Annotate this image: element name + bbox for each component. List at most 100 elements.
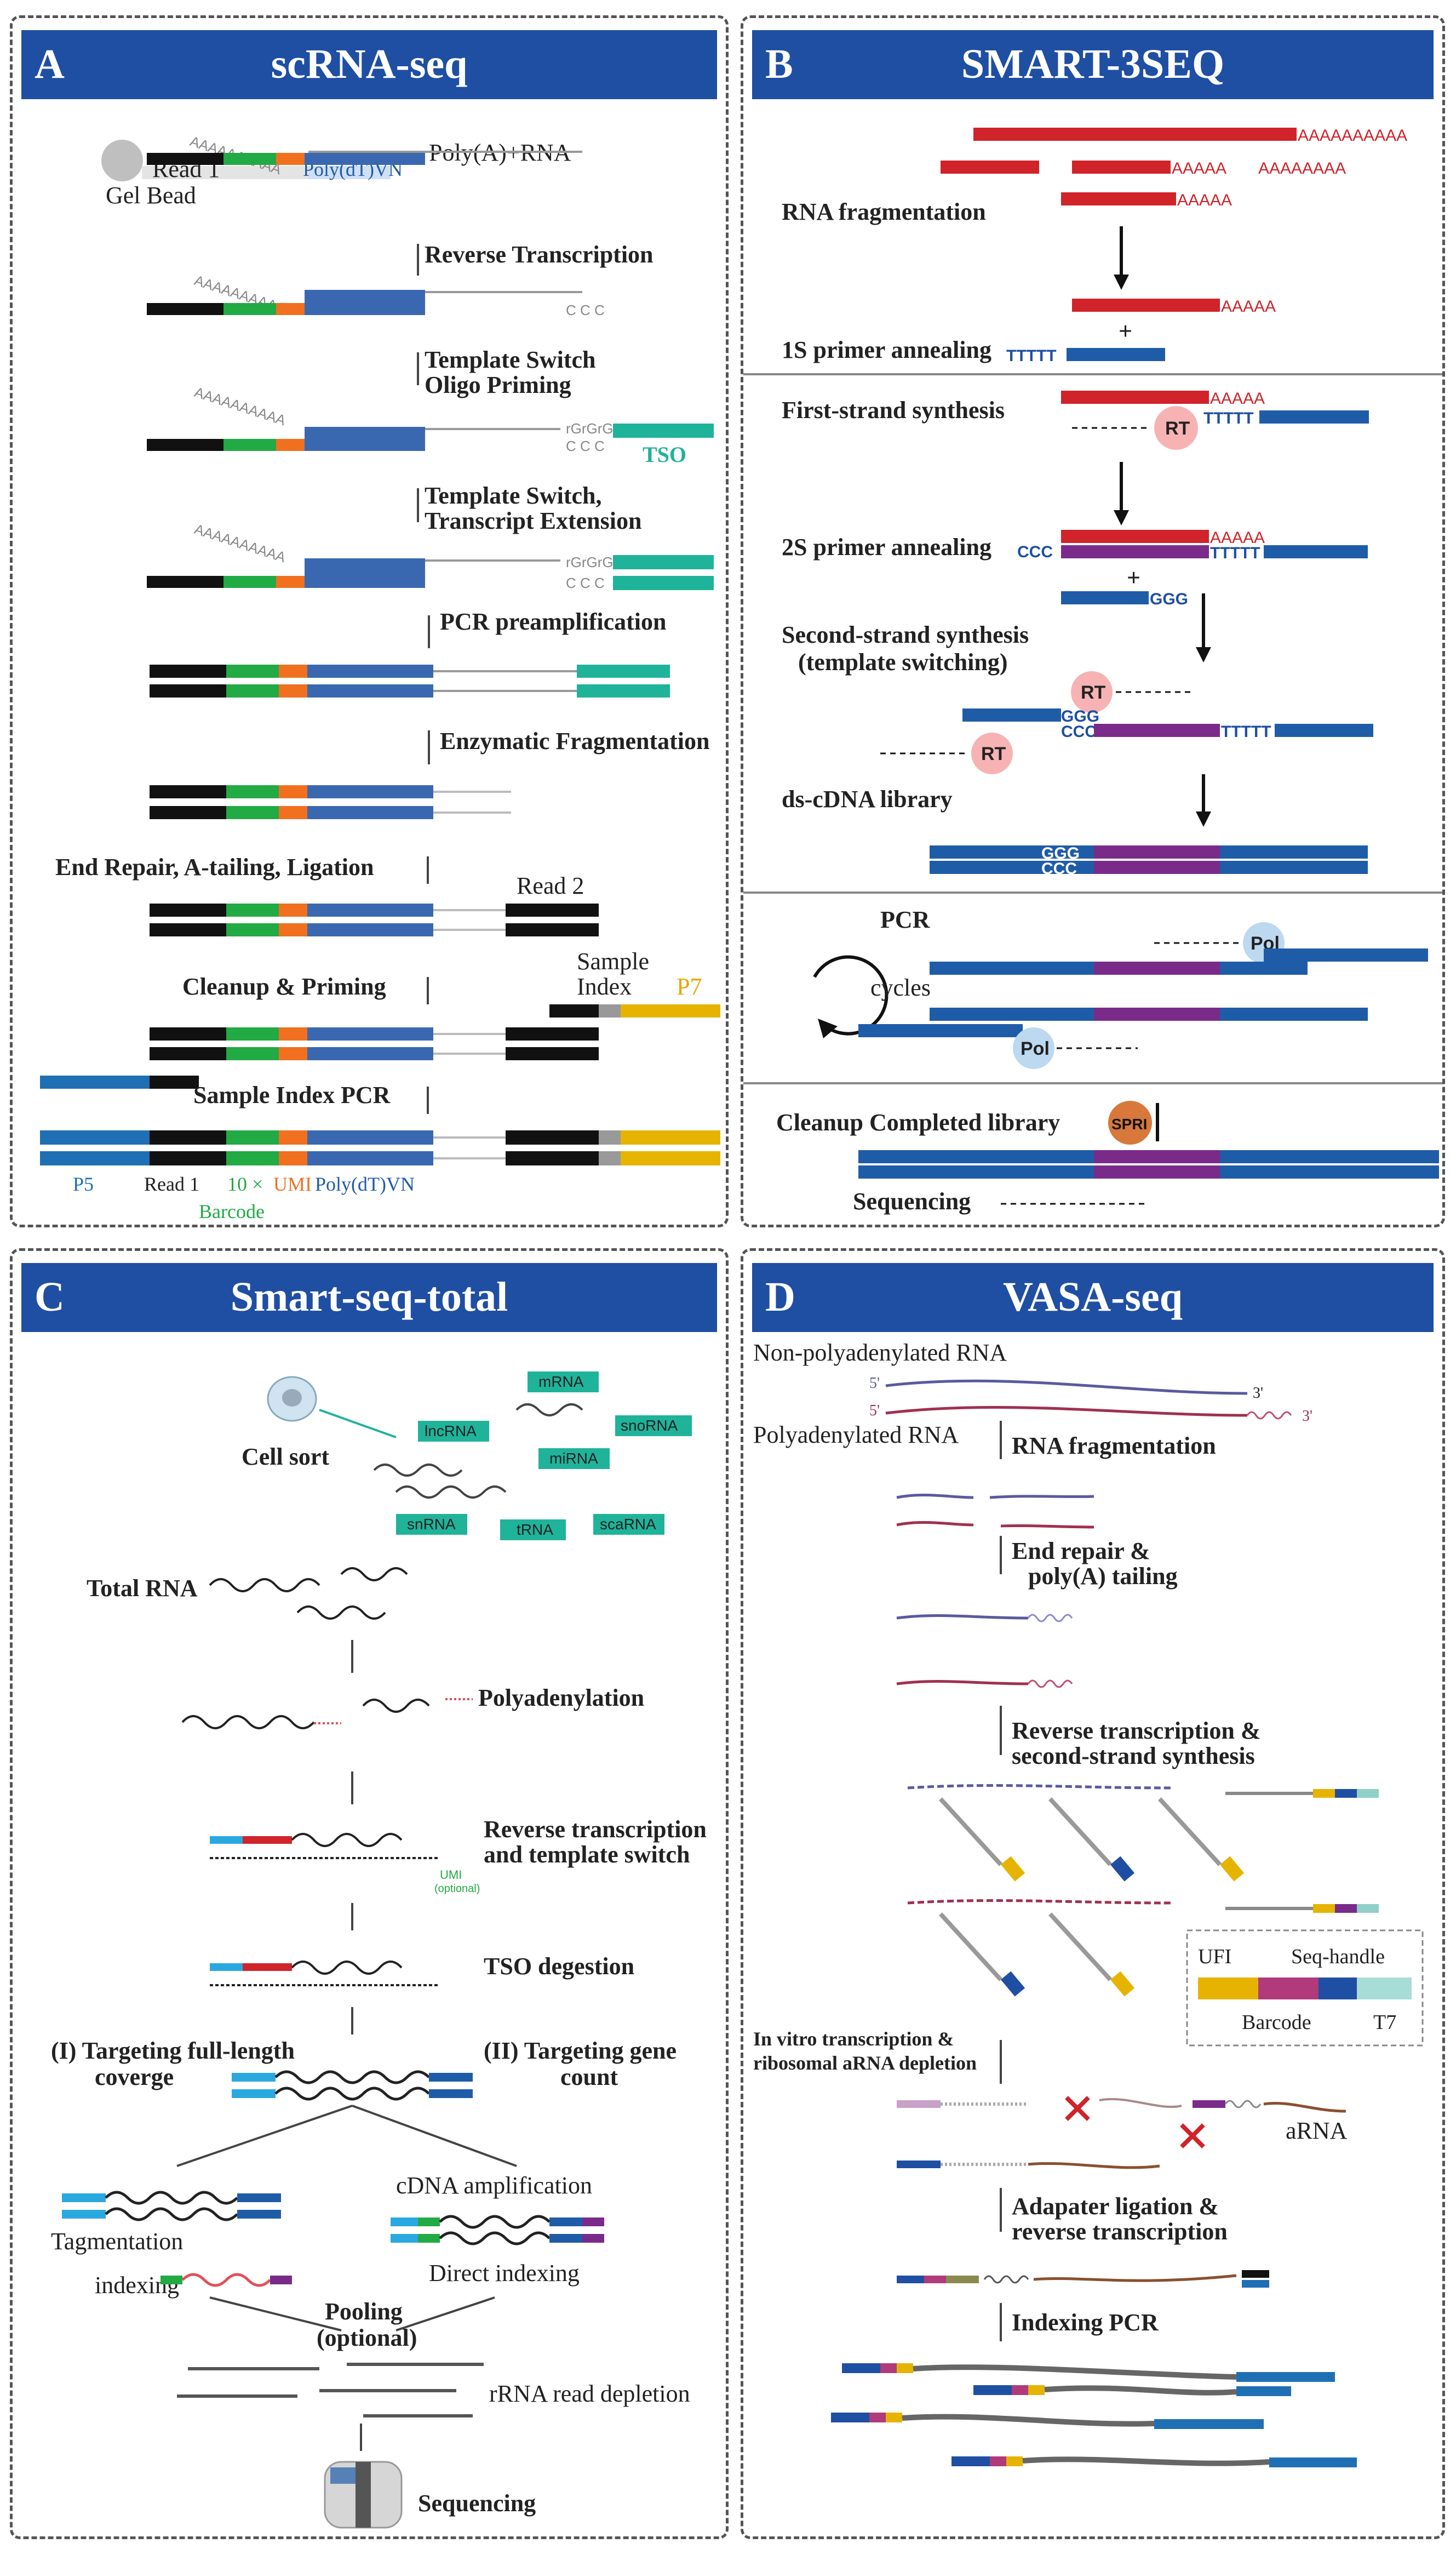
svg-text:GGG: GGG xyxy=(1150,590,1188,608)
svg-text:RT: RT xyxy=(1165,418,1190,439)
step-d-adapt2: reverse transcription xyxy=(1012,2218,1228,2245)
rna-types: mRNA lncRNA miRNA snoRNA snRNA tRNA scaR… xyxy=(373,1371,692,1540)
index-label: Index xyxy=(577,973,632,1000)
target2b-label: count xyxy=(560,2064,618,2090)
step-tso1: Template Switch xyxy=(425,346,596,373)
svg-text:C C C: C C C xyxy=(566,438,605,454)
rt2-label: and template switch xyxy=(484,1841,690,1868)
svg-text:3': 3' xyxy=(1253,1385,1263,1402)
row-2: AAAAAAAAAA C C C xyxy=(147,272,605,318)
step-d-ivt2: ribosomal aRNA depletion xyxy=(753,2052,977,2074)
svg-text:TTTTT: TTTTT xyxy=(1221,723,1271,741)
tso-label: TSO xyxy=(643,442,686,467)
adapter-legend-box xyxy=(1186,1929,1424,2047)
svg-text:SPRI: SPRI xyxy=(1111,1116,1147,1133)
direct-indexing-label: Direct indexing xyxy=(429,2260,580,2287)
cdna-label: cDNA amplification xyxy=(396,2172,592,2199)
panel-a: A scRNA-seq Poly(dT)VN Gel Bead Read 1 P… xyxy=(10,15,729,1227)
panel-a-letter: A xyxy=(35,41,65,87)
row-6 xyxy=(150,785,511,819)
legend-p5: P5 xyxy=(73,1173,94,1195)
read2-label: Read 2 xyxy=(517,872,584,899)
svg-text:+: + xyxy=(1119,318,1132,345)
svg-text:TTTTT: TTTTT xyxy=(1210,544,1260,562)
pooled-reads xyxy=(177,2363,484,2417)
svg-text:Pol: Pol xyxy=(1021,1038,1050,1059)
step-b-anneal1: 1S primer annealing xyxy=(782,336,991,363)
step-b-second2: (template switching) xyxy=(798,649,1008,676)
poly-label: Polyadenylated RNA xyxy=(753,1421,959,1448)
panel-c-letter: C xyxy=(35,1274,65,1320)
svg-text:5': 5' xyxy=(869,1402,880,1419)
step-d-rt1: Reverse transcription & xyxy=(1012,1717,1261,1744)
svg-text:GGG: GGG xyxy=(1061,707,1099,725)
panel-d-header: D VASA-seq xyxy=(752,1263,1434,1332)
legend-read1: Read 1 xyxy=(144,1173,199,1195)
nonpoly-label: Non-polyadenylated RNA xyxy=(753,1339,1007,1366)
step-end: End Repair, A-tailing, Ligation xyxy=(55,854,374,881)
step-d-ivt1: In vitro transcription & xyxy=(753,2028,954,2050)
ss-strands xyxy=(907,1784,1379,1997)
step-b-first: First-strand synthesis xyxy=(782,397,1005,424)
step-d-end1: End repair & xyxy=(1012,1538,1150,1564)
step-b-second1: Second-strand synthesis xyxy=(782,621,1029,648)
row-8 xyxy=(150,1027,599,1060)
tso-degestion-label: TSO degestion xyxy=(484,1953,634,1980)
indexed-reads xyxy=(831,2363,1357,2467)
rt1-label: Reverse transcription xyxy=(484,1816,707,1843)
cell-sort-label: Cell sort xyxy=(242,1443,329,1470)
svg-text:AAAAAAAA: AAAAAAAA xyxy=(1258,159,1346,178)
seqhandle-label: Seq-handle xyxy=(1291,1945,1385,1968)
step-index: Sample Index PCR xyxy=(193,1082,391,1108)
legend-barcode: Barcode xyxy=(199,1201,265,1222)
svg-text:AAAAA: AAAAA xyxy=(1210,390,1265,408)
gel-bead-icon xyxy=(101,140,143,181)
polyadenylation-label: Polyadenylation xyxy=(478,1684,644,1711)
panel-d-title: VASA-seq xyxy=(1002,1274,1183,1320)
step-ext2: Transcript Extension xyxy=(425,507,641,534)
step-tso2: Oligo Priming xyxy=(425,372,571,398)
svg-text:rGrGrG: rGrGrG xyxy=(566,420,614,437)
svg-text:rGrGrG: rGrGrG xyxy=(566,554,614,570)
panel-c-title: Smart-seq-total xyxy=(230,1274,508,1320)
legend-umi: UMI xyxy=(273,1173,312,1195)
step-rt: Reverse Transcription xyxy=(425,241,654,268)
arna-strands: aRNA xyxy=(897,2096,1348,2169)
panel-b: B SMART-3SEQ AAAAAAAAAA AAAAA AAAAAAAA A… xyxy=(741,15,1445,1227)
step-d-frag: RNA fragmentation xyxy=(1012,1432,1216,1459)
target1a-label: (I) Targeting full-length xyxy=(51,2037,295,2064)
svg-text:C C C: C C C xyxy=(566,302,605,318)
svg-text:mRNA: mRNA xyxy=(538,1373,584,1390)
legend-10x: 10 × xyxy=(227,1173,263,1195)
svg-text:C C C: C C C xyxy=(566,575,605,591)
panel-a-title: scRNA-seq xyxy=(271,41,468,87)
svg-text:AAAAA: AAAAA xyxy=(1210,529,1265,547)
svg-text:5': 5' xyxy=(869,1375,880,1392)
svg-text:TTTTT: TTTTT xyxy=(1203,409,1254,427)
svg-text:3': 3' xyxy=(1302,1408,1312,1425)
row-5 xyxy=(150,665,670,698)
p7-label: P7 xyxy=(677,973,702,1000)
optional-small: (optional) xyxy=(434,1883,480,1895)
pooling-label: Pooling xyxy=(325,2298,403,2325)
rrna-label: rRNA read depletion xyxy=(489,2380,690,2407)
svg-text:tRNA: tRNA xyxy=(517,1521,553,1538)
step-b-anneal2: 2S primer annealing xyxy=(782,534,991,561)
svg-text:AAAAAAAAAA: AAAAAAAAAA xyxy=(1298,127,1407,145)
umi-small: UMI xyxy=(440,1868,462,1882)
gel-bead-label: Gel Bead xyxy=(106,182,196,209)
panel-d-letter: D xyxy=(765,1274,795,1320)
panel-a-diagram: Poly(dT)VN Gel Bead Read 1 Poly(A)+RNA A… xyxy=(40,133,720,1222)
svg-text:lncRNA: lncRNA xyxy=(425,1422,477,1439)
panel-b-header: B SMART-3SEQ xyxy=(752,30,1434,99)
svg-text:TTTTT: TTTTT xyxy=(1006,347,1057,365)
svg-text:AAAAAAAAAA: AAAAAAAAAA xyxy=(192,521,288,565)
step-ext1: Template Switch, xyxy=(425,482,602,509)
total-rna-label: Total RNA xyxy=(87,1575,198,1602)
svg-text:+: + xyxy=(1127,564,1140,591)
row-7 xyxy=(150,904,599,936)
svg-text:RT: RT xyxy=(981,744,1006,764)
panel-d-diagram: Non-polyadenylated RNA 5' 3' 5' 3' Polya… xyxy=(753,1339,1424,2467)
ufi-label: UFI xyxy=(1198,1945,1231,1968)
arna-label: aRNA xyxy=(1286,2117,1348,2144)
